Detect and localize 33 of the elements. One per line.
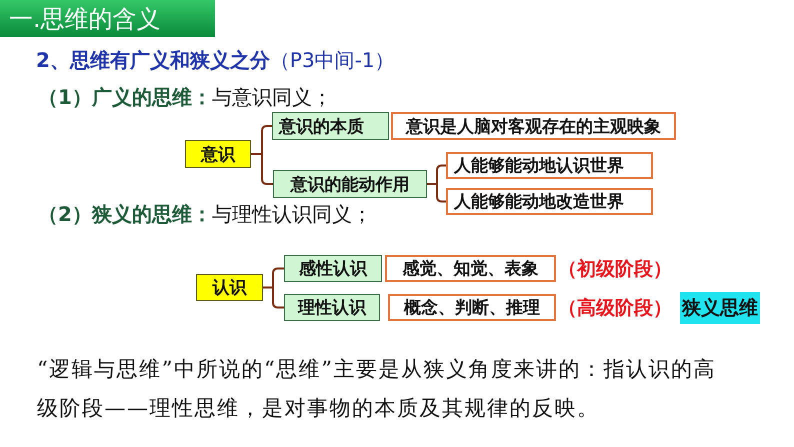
bracket-connector xyxy=(263,286,284,308)
content-box xyxy=(391,112,676,140)
stage-note: （初级阶段） xyxy=(558,256,672,282)
box-label: 认识 xyxy=(212,277,246,299)
topic-box xyxy=(272,112,389,140)
box-label: 理性认识 xyxy=(298,297,366,319)
box-label: 感觉、知觉、表象 xyxy=(402,258,538,280)
content-box xyxy=(446,188,653,215)
topic-box xyxy=(273,170,427,198)
content-box xyxy=(446,152,653,179)
topic-box xyxy=(284,255,382,282)
box-label: 意识 xyxy=(201,144,235,166)
box-label: 概念、判断、推理 xyxy=(404,297,540,319)
bracket-connector xyxy=(251,153,273,185)
title-banner: 一.思维的含义 xyxy=(0,0,215,37)
concept-box xyxy=(185,140,251,168)
box-label: 人能够能动地改造世界 xyxy=(454,191,624,213)
section-heading: 2、思维有广义和狭义之分（P3中间-1） xyxy=(36,47,395,74)
box-label: 意识的本质 xyxy=(279,116,364,138)
topic-box xyxy=(284,294,380,321)
stage-note: （高级阶段） xyxy=(558,296,672,320)
content-box xyxy=(385,255,556,282)
explanation-paragraph: “逻辑与思维”中所说的“思维”主要是从狭义角度来讲的：指认识的高级阶段——理性思维，是对事物的本质及其规律的反映。 xyxy=(37,356,717,422)
concept-box xyxy=(196,274,263,301)
box-label: 感性认识 xyxy=(299,258,367,280)
highlighted-term: 狭义思维 xyxy=(680,292,760,324)
box-label: 人能够能动地认识世界 xyxy=(454,155,624,177)
box-label: 意识是人脑对客观存在的主观映象 xyxy=(406,116,661,138)
point-text: （1）广义的思维：与意识同义； xyxy=(38,84,332,111)
bracket-connector xyxy=(427,183,446,202)
point-text: （2）狭义的思维：与理性认识同义； xyxy=(38,201,372,228)
content-box xyxy=(388,294,556,321)
box-label: 意识的能动作用 xyxy=(290,174,410,196)
